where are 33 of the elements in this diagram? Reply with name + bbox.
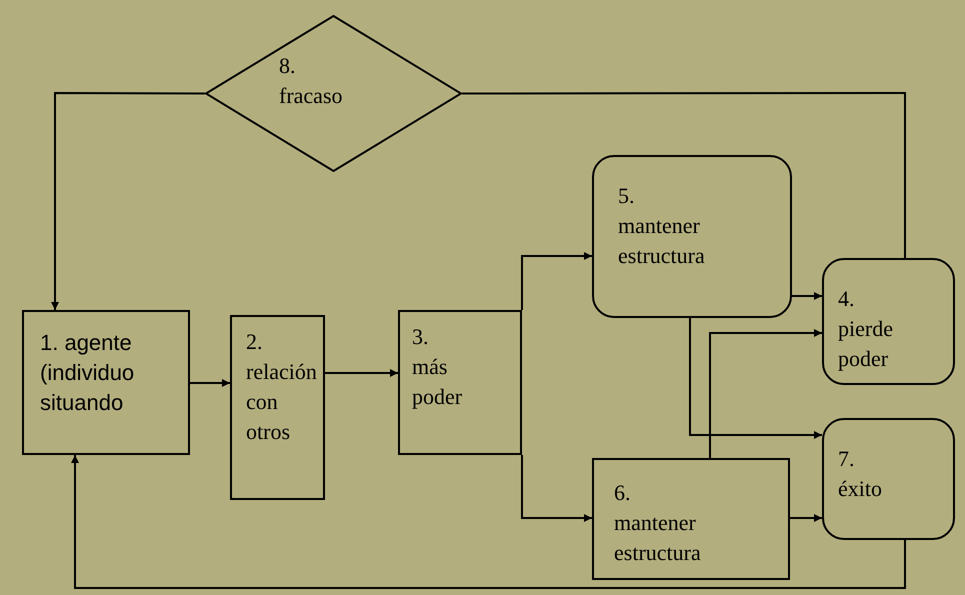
node-text: más poder [412,353,464,411]
node-text: 5. [618,182,636,210]
process-box [230,315,325,500]
arrow [709,329,822,458]
node-text: relación con otros [246,358,318,446]
node-text: 1. agente (individuo situando [40,329,136,417]
node-text: fracaso [279,82,344,110]
arrow [521,252,592,310]
process-box [398,310,522,455]
process-box [592,458,790,580]
arrow [325,369,398,377]
arrow [71,455,906,589]
decision-diamond [205,15,462,172]
rounded-box [822,418,955,540]
node-text: 4. [838,285,856,313]
node-text: éxito [838,475,883,503]
arrow [790,514,822,522]
node-text: 2. [246,328,264,356]
rounded-box [592,155,792,318]
process-box [22,310,190,455]
node-text: mantener estructura [614,509,702,567]
arrow [521,455,592,522]
node-text: mantener estructura [618,212,706,270]
node-text: 6. [614,479,632,507]
arrow [792,292,822,300]
node-text: 3. [412,323,430,351]
node-text: 8. [279,52,296,80]
arrow [190,379,230,387]
arrow [689,318,822,439]
arrow [51,92,205,310]
rounded-box [822,258,955,385]
node-text: pierde poder [838,315,894,373]
node-text: 7. [838,445,856,473]
